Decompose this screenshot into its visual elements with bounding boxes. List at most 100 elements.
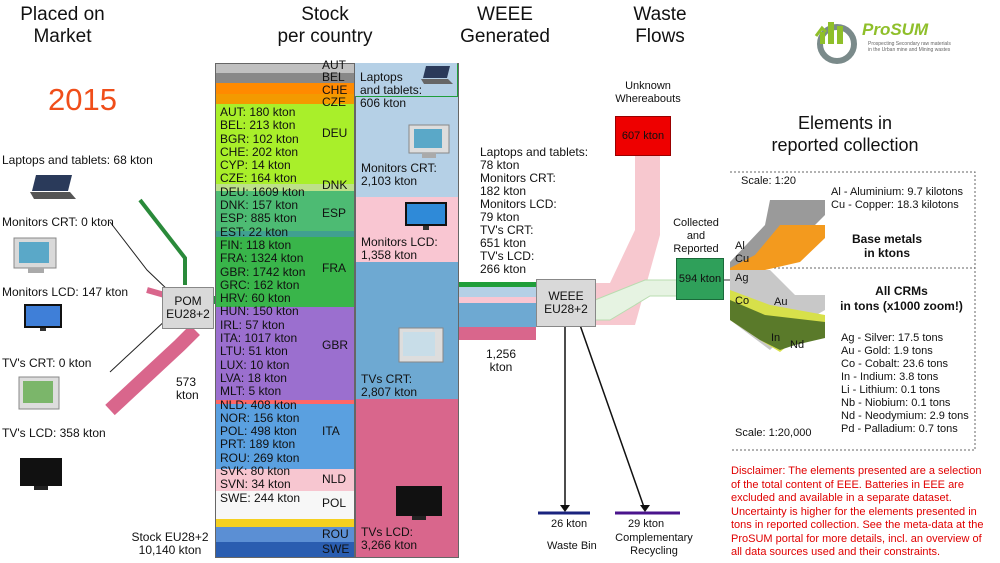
header-weee: WEEE Generated (460, 4, 550, 47)
stock-value: ESP: 885 kton (220, 211, 297, 226)
logo-gear-icon (814, 22, 857, 64)
stock-lcd-monitor-icon (405, 202, 447, 230)
crt-tv-icon (18, 376, 60, 410)
pom-monitors-crt-label: Monitors CRT: 0 kton (2, 215, 114, 229)
unknown-title: Unknown Whereabouts (615, 80, 681, 105)
stock-value: DNK: 157 kton (220, 198, 299, 213)
stock-value: SVK: 80 kton (220, 464, 291, 479)
country-che: CHE (322, 83, 348, 97)
base-metals-list: Al - Aluminium: 9.7 kilotons Cu - Copper… (831, 186, 964, 211)
recycling-value: 29 kton (628, 518, 665, 530)
sym-ag: Ag (735, 272, 749, 284)
country-esp: ESP (322, 206, 347, 220)
stock-value: LTU: 51 kton (220, 344, 288, 359)
crt-monitor-icon (13, 237, 57, 273)
weee-band-crt (456, 287, 536, 297)
flow-cu (730, 225, 825, 270)
country-gbr: GBR (322, 338, 349, 352)
stock-laptop-icon (421, 66, 453, 84)
waste-bin-value: 26 kton (551, 518, 588, 530)
stock-value: HUN: 150 kton (220, 304, 299, 319)
crm-list: Ag - Silver: 17.5 tons Au - Gold: 1.9 to… (841, 332, 969, 435)
logo-text: ProSUM (862, 20, 929, 39)
stock-value: DEU: 1609 kton (220, 184, 305, 199)
stock-value: IRL: 57 kton (220, 317, 285, 332)
stock-values-list: AUT: 180 kton BEL: 213 kton BGR: 102 kto… (220, 105, 330, 505)
pom-tv-crt-label: TV's CRT: 0 kton (2, 356, 92, 370)
sym-in: In (771, 332, 781, 344)
stock-tvs-lcd-label: TVs LCD: 3,266 kton (361, 525, 418, 552)
country-pol: POL (322, 496, 347, 510)
disclaimer: Disclaimer: The elements presented are a… (731, 465, 984, 558)
waste-bin-label: Waste Bin (547, 540, 597, 552)
lcd-tv-icon (20, 458, 62, 490)
stock-value: FRA: 1324 kton (220, 251, 304, 266)
pom-flow-laptops (138, 198, 187, 285)
stock-value: GRC: 162 kton (220, 277, 300, 292)
pom-monitors-lcd-label: Monitors LCD: 147 kton (2, 285, 129, 299)
stock-monitors-crt-label: Monitors CRT: 2,103 kton (361, 161, 437, 188)
country-fra: FRA (322, 261, 346, 275)
country-dnk: DNK (322, 178, 348, 192)
flow-collected (594, 279, 681, 321)
stock-total-label: Stock EU28+2 10,140 kton (131, 530, 209, 557)
pom-line-tv-crt (109, 317, 169, 373)
pom-laptops-label: Laptops and tablets: 68 kton (2, 153, 153, 167)
pom-box: POM EU28+2 (162, 287, 214, 329)
weee-breakdown: Laptops and tablets: 78 kton Monitors CR… (480, 145, 589, 276)
stock-value: FIN: 118 kton (220, 237, 292, 252)
stock-value: NLD: 408 kton (220, 397, 297, 412)
sym-cu: Cu (735, 253, 750, 265)
scale-bottom: Scale: 1:20,000 (735, 427, 812, 439)
stock-value: HRV: 60 kton (220, 291, 291, 306)
weee-band-laptops (456, 282, 536, 287)
country-deu: DEU (322, 126, 348, 140)
country-cze: CZE (322, 95, 346, 109)
recycling-label: Complementary Recycling (615, 532, 693, 557)
stock-value: CHE: 202 kton (220, 144, 299, 159)
stock-value: PRT: 189 kton (220, 437, 296, 452)
stock-lcd-tv-icon (396, 486, 442, 520)
stock-country-column (215, 63, 355, 558)
sym-al: Al (735, 240, 745, 252)
sym-co: Co (735, 295, 750, 307)
flow-co (730, 300, 825, 350)
stock-value: ROU: 269 kton (220, 450, 300, 465)
sym-nd: Nd (790, 339, 805, 351)
year-label: 2015 (48, 82, 117, 117)
pom-flow-label: 573 kton (176, 375, 199, 402)
header-elements: Elements in reported collection (771, 113, 919, 155)
stock-value: AUT: 180 kton (220, 105, 296, 119)
stock-value: POL: 498 kton (220, 424, 297, 439)
weee-band-tv-crt (456, 303, 536, 327)
base-metals-title: Base metals in ktons (851, 232, 923, 260)
stock-value: SWE: 244 kton (220, 490, 301, 505)
stock-value: EST: 22 kton (220, 224, 289, 239)
sym-au: Au (774, 296, 788, 308)
stock-value: ITA: 1017 kton (220, 331, 298, 346)
stock-crt-tv-icon (398, 327, 444, 363)
weee-band-lcd (456, 297, 536, 303)
prosum-logo: ProSUM Prospecting Secondary raw materia… (812, 14, 962, 64)
country-rou: ROU (322, 527, 349, 541)
stock-crt-monitor-icon (408, 124, 450, 158)
stock-value: NOR: 156 kton (220, 410, 300, 425)
stock-value: LUX: 10 kton (220, 357, 290, 372)
weee-box: WEEE EU28+2 (536, 279, 596, 327)
stock-value: BGR: 102 kton (220, 131, 299, 146)
stock-value: GBR: 1742 kton (220, 264, 306, 279)
stock-value: LVA: 18 kton (220, 370, 287, 385)
weee-band-tv-lcd (456, 327, 536, 340)
laptop-icon (30, 175, 76, 199)
country-nld: NLD (322, 472, 347, 486)
logo-tagline: Prospecting Secondary raw materials in t… (868, 41, 951, 53)
stock-value: CZE: 164 kton (220, 171, 297, 186)
unknown-box: 607 kton (615, 116, 671, 156)
pom-flow-tv-lcd (105, 325, 200, 416)
stock-laptops-label: Laptops and tablets: 606 kton (360, 70, 423, 110)
stock-value: MLT: 5 kton (220, 384, 282, 399)
header-stock: Stock per country (277, 4, 373, 47)
pom-line-crt (109, 221, 171, 293)
country-ita: ITA (322, 424, 340, 438)
